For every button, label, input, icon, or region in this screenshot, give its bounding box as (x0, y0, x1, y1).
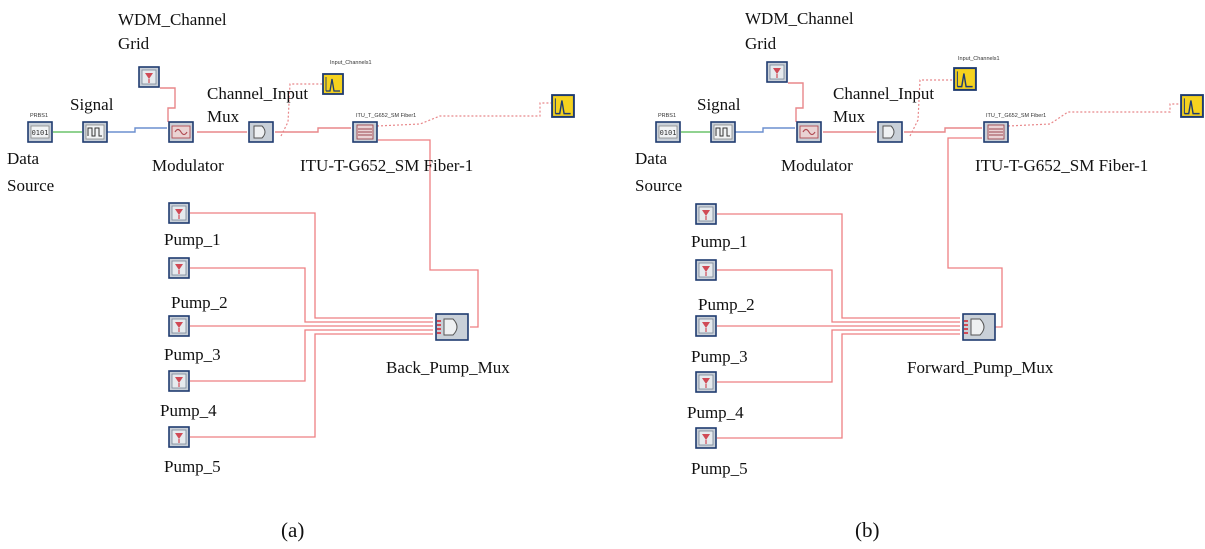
fiber-spool-icon[interactable] (352, 121, 378, 143)
wdm-grid-label-line2: Grid (118, 34, 150, 53)
grid-to-modulator-link (160, 87, 176, 122)
fiber-spool-icon[interactable] (983, 121, 1009, 143)
wdm-grid-label-line1: WDM_Channel (118, 10, 227, 29)
pump4-link (717, 329, 960, 383)
pump-3-label: Pump_3 (164, 345, 221, 364)
pump-laser-icon[interactable] (695, 259, 717, 281)
pump-laser-icon[interactable] (168, 426, 190, 448)
data-source-label-line1: Data (635, 149, 668, 168)
pump-4-label: Pump_4 (687, 403, 744, 422)
pump-3-label: Pump_3 (691, 347, 748, 366)
pump5-link (717, 333, 960, 439)
pump1-link (190, 212, 433, 319)
mux-to-visualizer-link (280, 83, 322, 137)
prbs-generator-icon[interactable] (655, 121, 681, 143)
channel-input-mux-label-line2: Mux (207, 107, 240, 126)
pump1-link (717, 213, 960, 319)
pump5-link (190, 333, 433, 438)
pump-laser-icon[interactable] (695, 427, 717, 449)
panel-caption: (b) (855, 518, 880, 542)
spectrum-analyzer-icon[interactable] (1180, 94, 1204, 118)
laser-source-icon[interactable] (138, 66, 160, 88)
pump-laser-icon[interactable] (168, 257, 190, 279)
grid-to-modulator-link (788, 82, 804, 122)
mux-to-visualizer-link (909, 79, 953, 137)
pump-laser-icon[interactable] (168, 370, 190, 392)
electrical-link (735, 127, 795, 133)
pump-laser-icon[interactable] (168, 202, 190, 224)
pump-laser-icon[interactable] (695, 203, 717, 225)
spectrum-analyzer-icon[interactable] (953, 67, 977, 91)
connection-links (681, 79, 1180, 439)
data-source-label-line2: Source (7, 176, 54, 195)
pump-mux-icon[interactable] (435, 313, 469, 341)
data-source-label-line1: Data (7, 149, 40, 168)
electrical-link (107, 127, 167, 133)
pump-5-label: Pump_5 (164, 457, 221, 476)
input-channels-small-label: Input_Channels1 (330, 60, 372, 66)
channel-input-mux-icon[interactable] (877, 121, 903, 143)
pump4-link (190, 329, 433, 382)
connection-links (53, 83, 551, 438)
pump-5-label: Pump_5 (691, 459, 748, 478)
spectrum-analyzer-icon[interactable] (322, 73, 344, 95)
channel-input-mux-label-line2: Mux (833, 107, 866, 126)
spectrum-analyzer-icon[interactable] (551, 94, 575, 118)
mux-to-fiber-link (904, 127, 982, 133)
signal-label: Signal (70, 95, 114, 114)
input-channels-small-label: Input_Channels1 (958, 56, 1000, 62)
modulator-icon[interactable] (168, 121, 194, 143)
pump-4-label: Pump_4 (160, 401, 217, 420)
channel-input-mux-icon[interactable] (248, 121, 274, 143)
prbs-small-label: PRBS1 (658, 113, 676, 119)
pump-mux-label: Forward_Pump_Mux (907, 358, 1054, 377)
pump-laser-icon[interactable] (168, 315, 190, 337)
fiber-small-label: ITU_T_G652_SM Fiber1 (356, 113, 416, 119)
fiber-label: ITU-T-G652_SM Fiber-1 (975, 156, 1148, 175)
modulator-label: Modulator (152, 156, 224, 175)
panel-a-back-pumped-raman: PRBS1 Input_Channels1 ITU_T_G652_SM Fibe… (7, 10, 575, 542)
modulator-label: Modulator (781, 156, 853, 175)
fiber-to-pump-mux-link (947, 137, 1003, 328)
fiber-small-label: ITU_T_G652_SM Fiber1 (986, 113, 1046, 119)
pump-1-label: Pump_1 (691, 232, 748, 251)
mux-to-fiber-link (275, 127, 351, 133)
pump-mux-label: Back_Pump_Mux (386, 358, 510, 377)
pump-mux-icon[interactable] (962, 313, 996, 341)
prbs-small-label: PRBS1 (30, 113, 48, 119)
pump-laser-icon[interactable] (695, 315, 717, 337)
pump-laser-icon[interactable] (695, 371, 717, 393)
fiber-label: ITU-T-G652_SM Fiber-1 (300, 156, 473, 175)
pulse-generator-icon[interactable] (82, 121, 108, 143)
channel-input-mux-label-line1: Channel_Input (833, 84, 934, 103)
pump-2-label: Pump_2 (171, 293, 228, 312)
modulator-icon[interactable] (796, 121, 822, 143)
pump-2-label: Pump_2 (698, 295, 755, 314)
signal-label: Signal (697, 95, 741, 114)
fiber-to-pump-mux-link (378, 139, 479, 328)
laser-source-icon[interactable] (766, 61, 788, 83)
channel-input-mux-label-line1: Channel_Input (207, 84, 308, 103)
panel-caption: (a) (281, 518, 304, 542)
pump2-link (717, 269, 960, 323)
pump-1-label: Pump_1 (164, 230, 221, 249)
wdm-grid-label-line1: WDM_Channel (745, 9, 854, 28)
wdm-grid-label-line2: Grid (745, 34, 777, 53)
prbs-generator-icon[interactable] (27, 121, 53, 143)
data-source-label-line2: Source (635, 176, 682, 195)
pulse-generator-icon[interactable] (710, 121, 736, 143)
panel-b-forward-pumped-raman: PRBS1 Input_Channels1 ITU_T_G652_SM Fibe… (635, 9, 1204, 542)
pump2-link (190, 267, 433, 323)
